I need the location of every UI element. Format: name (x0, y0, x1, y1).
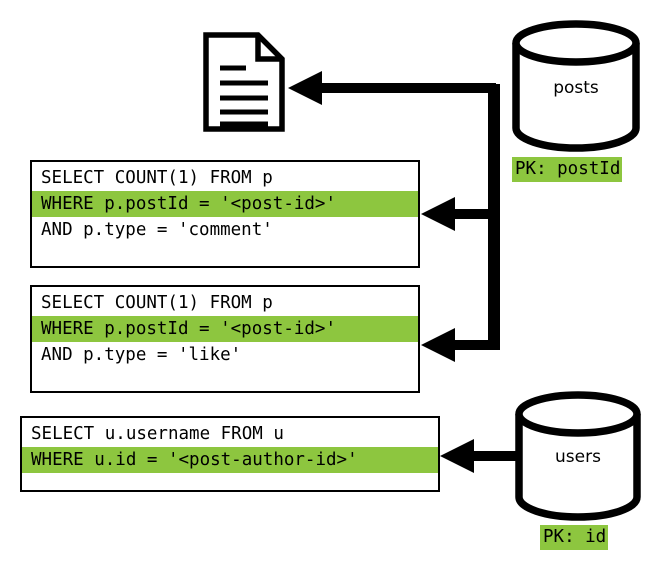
document-page-icon (203, 32, 287, 132)
connector-trunk-posts (488, 84, 500, 350)
query-line-highlighted: WHERE p.postId = '<post-id>' (32, 191, 418, 217)
connector-users-to-lookup-author (440, 439, 516, 473)
database-posts[interactable]: posts (511, 20, 641, 152)
query-box-count-likes[interactable]: SELECT COUNT(1) FROM p WHERE p.postId = … (30, 285, 420, 393)
database-users-primary-key: PK: id (540, 525, 609, 550)
query-line: SELECT COUNT(1) FROM p (41, 168, 273, 188)
connector-posts-to-document (288, 71, 496, 105)
connector-posts-to-count-likes (421, 328, 496, 362)
query-line-highlighted: WHERE u.id = '<post-author-id>' (22, 447, 438, 473)
query-line: AND p.type = 'like' (41, 345, 242, 365)
connector-posts-to-count-comments (421, 197, 496, 231)
query-line: AND p.type = 'comment' (41, 220, 273, 240)
database-users[interactable]: users (514, 391, 642, 521)
query-box-lookup-author[interactable]: SELECT u.username FROM u WHERE u.id = '<… (20, 416, 440, 492)
query-box-count-comments[interactable]: SELECT COUNT(1) FROM p WHERE p.postId = … (30, 160, 420, 268)
query-line: SELECT u.username FROM u (31, 424, 284, 444)
database-posts-primary-key: PK: postId (512, 157, 623, 182)
query-line: SELECT COUNT(1) FROM p (41, 293, 273, 313)
query-line-highlighted: WHERE p.postId = '<post-id>' (32, 316, 418, 342)
